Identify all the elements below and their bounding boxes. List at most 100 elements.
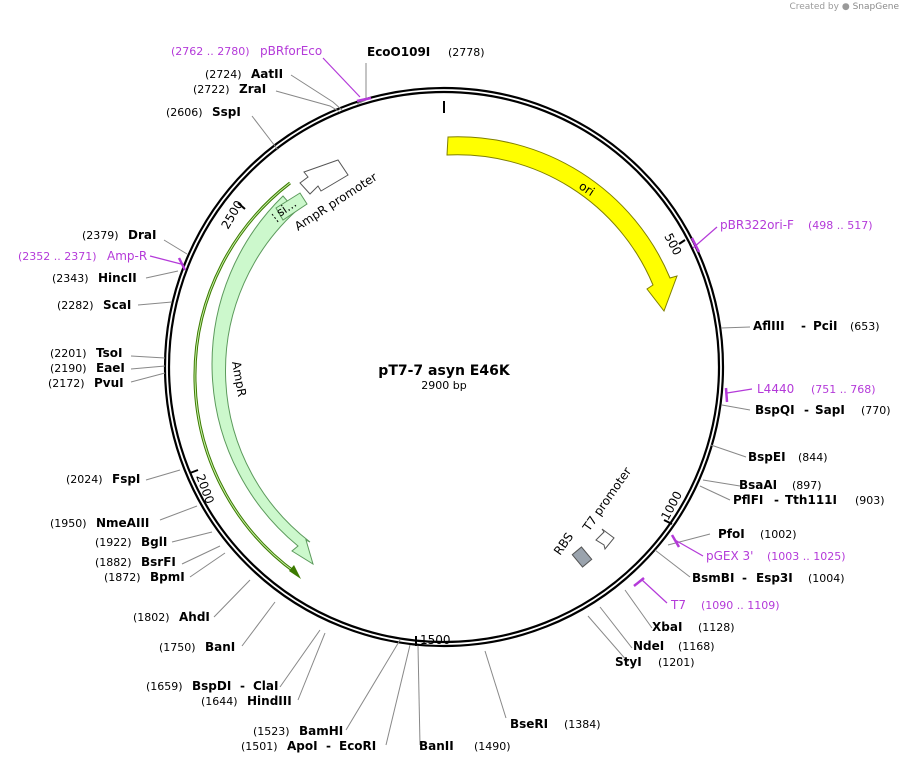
svg-text:ApoI: ApoI xyxy=(287,739,318,753)
primer-pgex3[interactable]: pGEX 3' (1003 .. 1025) xyxy=(706,549,846,563)
backbone-inner-ring xyxy=(167,90,721,644)
svg-text:(1168): (1168) xyxy=(678,640,715,653)
enzyme-aatii[interactable]: (2724) AatII xyxy=(205,67,283,81)
svg-text:Esp3I: Esp3I xyxy=(756,571,793,585)
svg-text:XbaI: XbaI xyxy=(652,620,682,634)
enzyme-bpmi[interactable]: (1872) BpmI xyxy=(104,570,185,584)
enzyme-leader-lines xyxy=(130,63,751,746)
enzyme-tsoi[interactable]: (2201) TsoI xyxy=(50,346,122,360)
enzyme-bsrfi[interactable]: (1882) BsrFI xyxy=(95,555,176,569)
svg-text:ScaI: ScaI xyxy=(103,298,131,312)
primer-pbrforeco[interactable]: (2762 .. 2780) pBRforEco xyxy=(171,44,322,58)
enzyme-bani[interactable]: (1750) BanI xyxy=(159,640,235,654)
ampr-feature-arrow[interactable] xyxy=(211,195,314,566)
enzyme-ndei[interactable]: NdeI (1168) xyxy=(633,639,715,653)
svg-text:AatII: AatII xyxy=(251,67,283,81)
primer-pbr322ori-f[interactable]: pBR322ori-F (498 .. 517) xyxy=(720,218,873,232)
svg-text:(1644): (1644) xyxy=(201,695,238,708)
signal-sequence-segment xyxy=(275,192,308,221)
svg-text:BspEI: BspEI xyxy=(748,450,786,464)
enzyme-eaei[interactable]: (2190) EaeI xyxy=(50,361,125,375)
ampr-label: AmpR xyxy=(229,360,249,398)
enzyme-bspei[interactable]: BspEI (844) xyxy=(748,450,828,464)
enzyme-bsaai[interactable]: BsaAI (897) xyxy=(739,478,822,492)
svg-text:(1490): (1490) xyxy=(474,740,511,753)
primer-leader-lines xyxy=(149,57,753,604)
enzyme-pflfi-tth111i[interactable]: PflFI - Tth111I (903) xyxy=(733,493,885,507)
signal-divider xyxy=(271,213,280,224)
enzyme-xbai[interactable]: XbaI (1128) xyxy=(652,620,735,634)
primer-t7[interactable]: T7 (1090 .. 1109) xyxy=(670,598,780,612)
svg-text:(751 .. 768): (751 .. 768) xyxy=(811,383,876,396)
svg-text:BsmBI: BsmBI xyxy=(692,571,734,585)
snapgene-logo-icon: ● xyxy=(841,2,850,12)
enzyme-drai[interactable]: (2379) DraI xyxy=(82,228,156,242)
enzyme-hindiii[interactable]: (1644) HindIII xyxy=(201,694,292,708)
enzyme-bgli[interactable]: (1922) BglI xyxy=(95,535,167,549)
enzyme-bspqi-sapi[interactable]: BspQI - SapI (770) xyxy=(755,403,891,417)
svg-text:ClaI: ClaI xyxy=(253,679,278,693)
svg-text:T7: T7 xyxy=(670,598,686,612)
svg-text:(844): (844) xyxy=(798,451,828,464)
svg-text:-: - xyxy=(804,403,809,417)
t7-promoter-label: T7 promoter xyxy=(579,465,634,535)
enzyme-hincii[interactable]: (2343) HincII xyxy=(52,271,137,285)
primer-l4440[interactable]: L4440 (751 .. 768) xyxy=(757,382,876,396)
enzyme-nmeaiii[interactable]: (1950) NmeAIII xyxy=(50,516,149,530)
ampr-promoter-arrow[interactable] xyxy=(299,159,349,195)
enzyme-fspi[interactable]: (2024) FspI xyxy=(66,472,140,486)
svg-text:FspI: FspI xyxy=(112,472,140,486)
enzyme-pfoi[interactable]: PfoI (1002) xyxy=(718,527,797,541)
enzyme-banii[interactable]: BanII (1490) xyxy=(419,739,511,753)
primer-amp-r[interactable]: (2352 .. 2371) Amp-R xyxy=(18,249,147,263)
svg-text:ZraI: ZraI xyxy=(239,82,266,96)
enzyme-apoi-ecori[interactable]: (1501) ApoI - EcoRI xyxy=(241,739,376,753)
svg-text:EaeI: EaeI xyxy=(96,361,125,375)
svg-text:(1950): (1950) xyxy=(50,517,87,530)
enzyme-ahdi[interactable]: (1802) AhdI xyxy=(133,610,210,624)
svg-text:(1523): (1523) xyxy=(253,725,290,738)
svg-text:PvuI: PvuI xyxy=(94,376,124,390)
tick-500: 500 xyxy=(661,231,684,258)
ori-feature-arrow[interactable] xyxy=(446,136,678,313)
svg-text:BanII: BanII xyxy=(419,739,454,753)
svg-text:SapI: SapI xyxy=(815,403,845,417)
enzyme-scai[interactable]: (2282) ScaI xyxy=(57,298,131,312)
enzyme-ecoo109i[interactable]: EcoO109I (2778) xyxy=(367,45,485,59)
svg-text:BamHI: BamHI xyxy=(299,724,343,738)
enzyme-bseri[interactable]: BseRI (1384) xyxy=(510,717,601,731)
svg-text:-: - xyxy=(326,739,331,753)
enzyme-bamhi[interactable]: (1523) BamHI xyxy=(253,724,343,738)
rbs-box[interactable] xyxy=(571,546,593,568)
enzyme-labels: EcoO109I (2778) (2724) AatII (2722) ZraI… xyxy=(48,45,891,753)
enzyme-bsmbi-esp3i[interactable]: BsmBI - Esp3I (1004) xyxy=(692,571,845,585)
svg-text:(2379): (2379) xyxy=(82,229,119,242)
svg-text:(1003 .. 1025): (1003 .. 1025) xyxy=(767,550,846,563)
svg-text:(1384): (1384) xyxy=(564,718,601,731)
enzyme-bspdi-clai[interactable]: (1659) BspDI - ClaI xyxy=(146,679,278,693)
svg-text:HindIII: HindIII xyxy=(247,694,292,708)
svg-text:(1201): (1201) xyxy=(658,656,695,669)
svg-text:(2172): (2172) xyxy=(48,377,85,390)
enzyme-sspi[interactable]: (2606) SspI xyxy=(166,105,241,119)
svg-text:(2722): (2722) xyxy=(193,83,230,96)
svg-text:(653): (653) xyxy=(850,320,880,333)
credit-brand: SnapGene xyxy=(852,2,899,12)
enzyme-zrai[interactable]: (2722) ZraI xyxy=(193,82,266,96)
enzyme-styi[interactable]: StyI (1201) xyxy=(615,655,695,669)
t7-promoter-arrow[interactable] xyxy=(595,528,615,551)
svg-text:BspQI: BspQI xyxy=(755,403,795,417)
svg-text:(2190): (2190) xyxy=(50,362,87,375)
svg-text:NdeI: NdeI xyxy=(633,639,664,653)
svg-text:BsaAI: BsaAI xyxy=(739,478,777,492)
enzyme-pvui[interactable]: (2172) PvuI xyxy=(48,376,124,390)
svg-text:TsoI: TsoI xyxy=(96,346,122,360)
svg-text:BsrFI: BsrFI xyxy=(141,555,176,569)
svg-text:DraI: DraI xyxy=(128,228,156,242)
svg-text:(897): (897) xyxy=(792,479,822,492)
svg-text:(2606): (2606) xyxy=(166,106,203,119)
enzyme-afliii-pcii[interactable]: AflIII - PciI (653) xyxy=(753,319,880,333)
svg-text:(1750): (1750) xyxy=(159,641,196,654)
tick-1500: 1500 xyxy=(420,633,451,647)
svg-text:L4440: L4440 xyxy=(757,382,794,396)
